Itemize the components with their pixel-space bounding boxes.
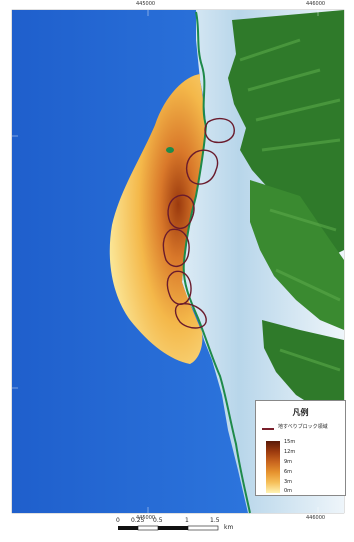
scale-label: 1.5 bbox=[210, 517, 220, 524]
legend-ramp-label: 0m bbox=[284, 488, 293, 494]
scale-bar bbox=[118, 525, 219, 531]
scale-label: 1 bbox=[185, 517, 189, 524]
scale-label: 0.5 bbox=[153, 517, 163, 524]
legend-landslide-line bbox=[262, 428, 274, 430]
tsunami-inundation-area bbox=[109, 74, 205, 364]
legend-color-ramp bbox=[266, 441, 280, 493]
landslide-block-1 bbox=[204, 117, 235, 144]
legend-ramp-label: 15m bbox=[284, 439, 296, 445]
landslide-block-3 bbox=[167, 194, 195, 229]
forest-area-north bbox=[228, 10, 344, 262]
grid-ticks bbox=[12, 10, 319, 513]
top-axis-label-2: 446000 bbox=[306, 1, 326, 7]
legend-ramp-label: 3m bbox=[284, 479, 293, 485]
landslide-block-2 bbox=[185, 149, 219, 185]
scale-label: 0 bbox=[116, 517, 120, 524]
forest-ridges bbox=[239, 38, 341, 372]
forest-area-south bbox=[262, 320, 344, 420]
scale-label: 0.25 bbox=[131, 517, 145, 524]
offshore-islet bbox=[166, 147, 174, 153]
legend: 凡例 地すべりブロック領域 15m 12m 9m 6m 3m 0m bbox=[255, 400, 346, 496]
bottom-axis-label-2: 446000 bbox=[306, 515, 326, 521]
landslide-blocks bbox=[162, 117, 235, 329]
scale-unit: km bbox=[224, 524, 234, 531]
legend-ramp-label: 9m bbox=[284, 459, 293, 465]
landslide-block-6 bbox=[174, 303, 207, 329]
legend-landslide-label: 地すべりブロック領域 bbox=[278, 424, 328, 430]
legend-ramp-label: 6m bbox=[284, 469, 293, 475]
top-axis-label-1: 445000 bbox=[136, 1, 156, 7]
legend-title: 凡例 bbox=[292, 408, 309, 417]
bottom-axis-label-1: 445000 bbox=[136, 515, 156, 521]
legend-ramp-label: 12m bbox=[284, 449, 296, 455]
landslide-block-4 bbox=[162, 228, 190, 267]
